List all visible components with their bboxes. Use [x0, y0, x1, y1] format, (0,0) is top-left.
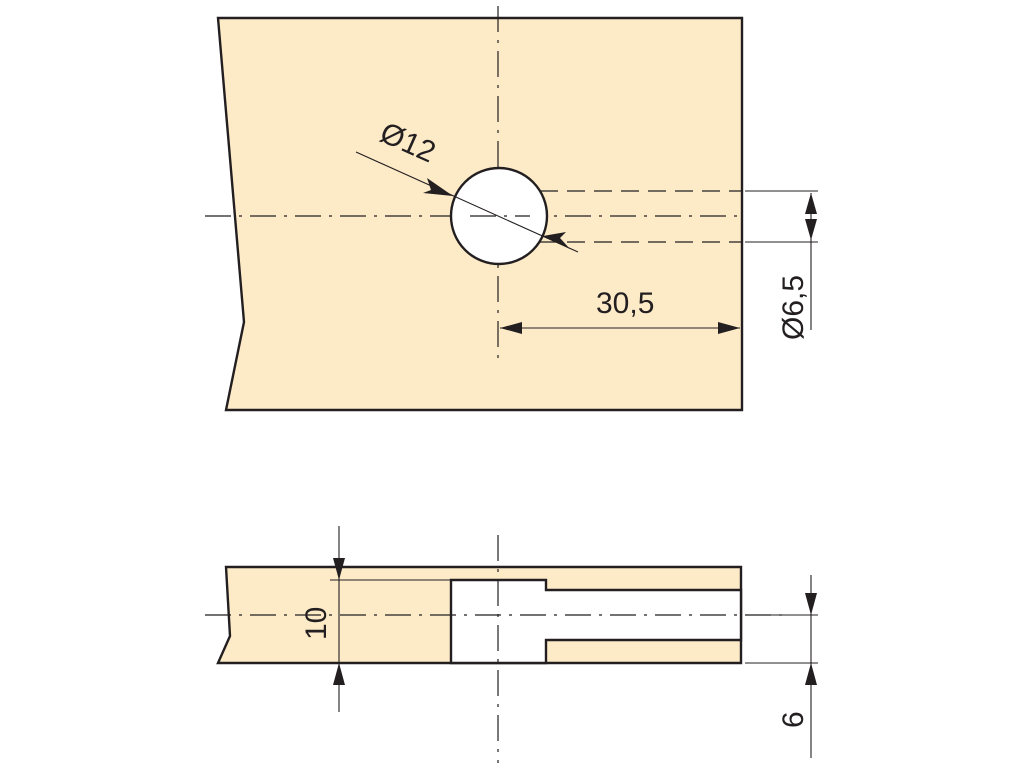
hole-diameter-arrow-1: [423, 178, 453, 196]
drill-depth-label: 10: [300, 607, 333, 640]
drill-depth-arrow-bottom: [333, 663, 345, 685]
center-height-arrow-bottom: [805, 663, 817, 685]
bore-diameter-label: Ø6,5: [777, 275, 810, 340]
center-height-label: 6: [777, 711, 810, 728]
edge-distance-arrow-left: [500, 322, 522, 334]
bore-diameter-arrow-bottom: [805, 219, 817, 240]
hole-diameter-arrow-2: [543, 232, 570, 249]
top-view: Ø12 Ø6,5 30,5: [205, 6, 818, 412]
edge-distance-arrow-right: [718, 322, 740, 334]
bore-diameter-arrow-top: [805, 193, 817, 214]
side-view: 10 6: [205, 526, 818, 763]
center-height-arrow-top: [805, 593, 817, 615]
side-drill-cavity: [449, 578, 743, 665]
edge-distance-label: 30,5: [596, 287, 654, 320]
drill-depth-arrow-top: [333, 558, 345, 580]
hole-diameter-leader: [355, 151, 579, 253]
